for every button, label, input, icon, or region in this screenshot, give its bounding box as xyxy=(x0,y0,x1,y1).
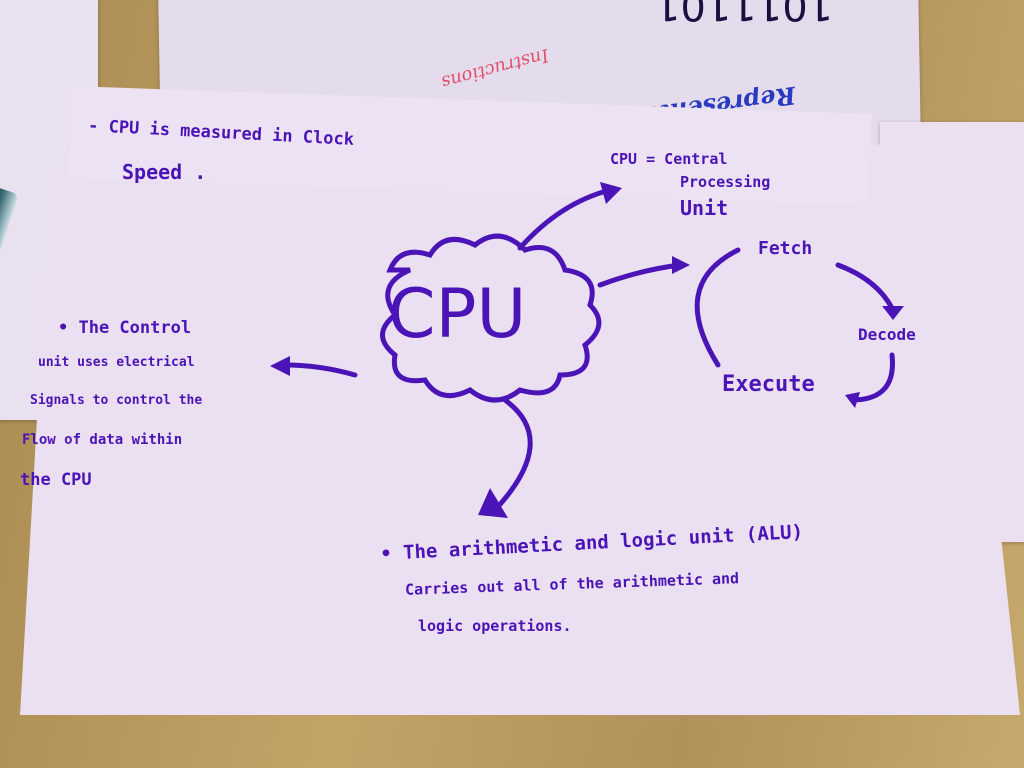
control-unit-line-5: the CPU xyxy=(20,470,92,490)
arrow-to-alu xyxy=(492,397,533,513)
cpu-label: CPU xyxy=(388,275,527,354)
arrowhead-alu xyxy=(478,488,508,518)
alu-line-3: logic operations. xyxy=(418,617,572,635)
arrowhead-decode xyxy=(882,306,904,320)
definition-line-3: Unit xyxy=(680,196,729,220)
control-unit-line-1: • The Control xyxy=(58,318,192,338)
cycle-fetch-decode xyxy=(835,262,896,313)
cycle-execute-fetch xyxy=(694,247,741,368)
arrow-to-control-unit xyxy=(282,362,358,378)
arrowhead-execute xyxy=(845,392,860,408)
definition-line-2: Processing xyxy=(680,173,771,191)
cycle-decode-execute xyxy=(849,352,895,403)
control-unit-line-4: Flow of data within xyxy=(22,432,183,448)
control-unit-line-3: Signals to control the xyxy=(30,393,203,408)
control-unit-line-2: unit uses electrical xyxy=(38,355,195,370)
arrowhead-control xyxy=(270,356,290,376)
decode-label: Decode xyxy=(858,325,916,344)
arrowhead-definition xyxy=(600,182,622,204)
arrow-to-cycle xyxy=(597,262,683,288)
clock-speed-line-2: Speed . xyxy=(122,160,207,184)
arrowhead-cycle xyxy=(672,256,690,274)
cpu-cloud xyxy=(380,233,602,403)
execute-label: Execute xyxy=(722,372,815,397)
arrow-to-definition xyxy=(517,187,613,251)
fetch-label: Fetch xyxy=(758,238,813,259)
definition-line-1: CPU = Central xyxy=(610,150,728,168)
